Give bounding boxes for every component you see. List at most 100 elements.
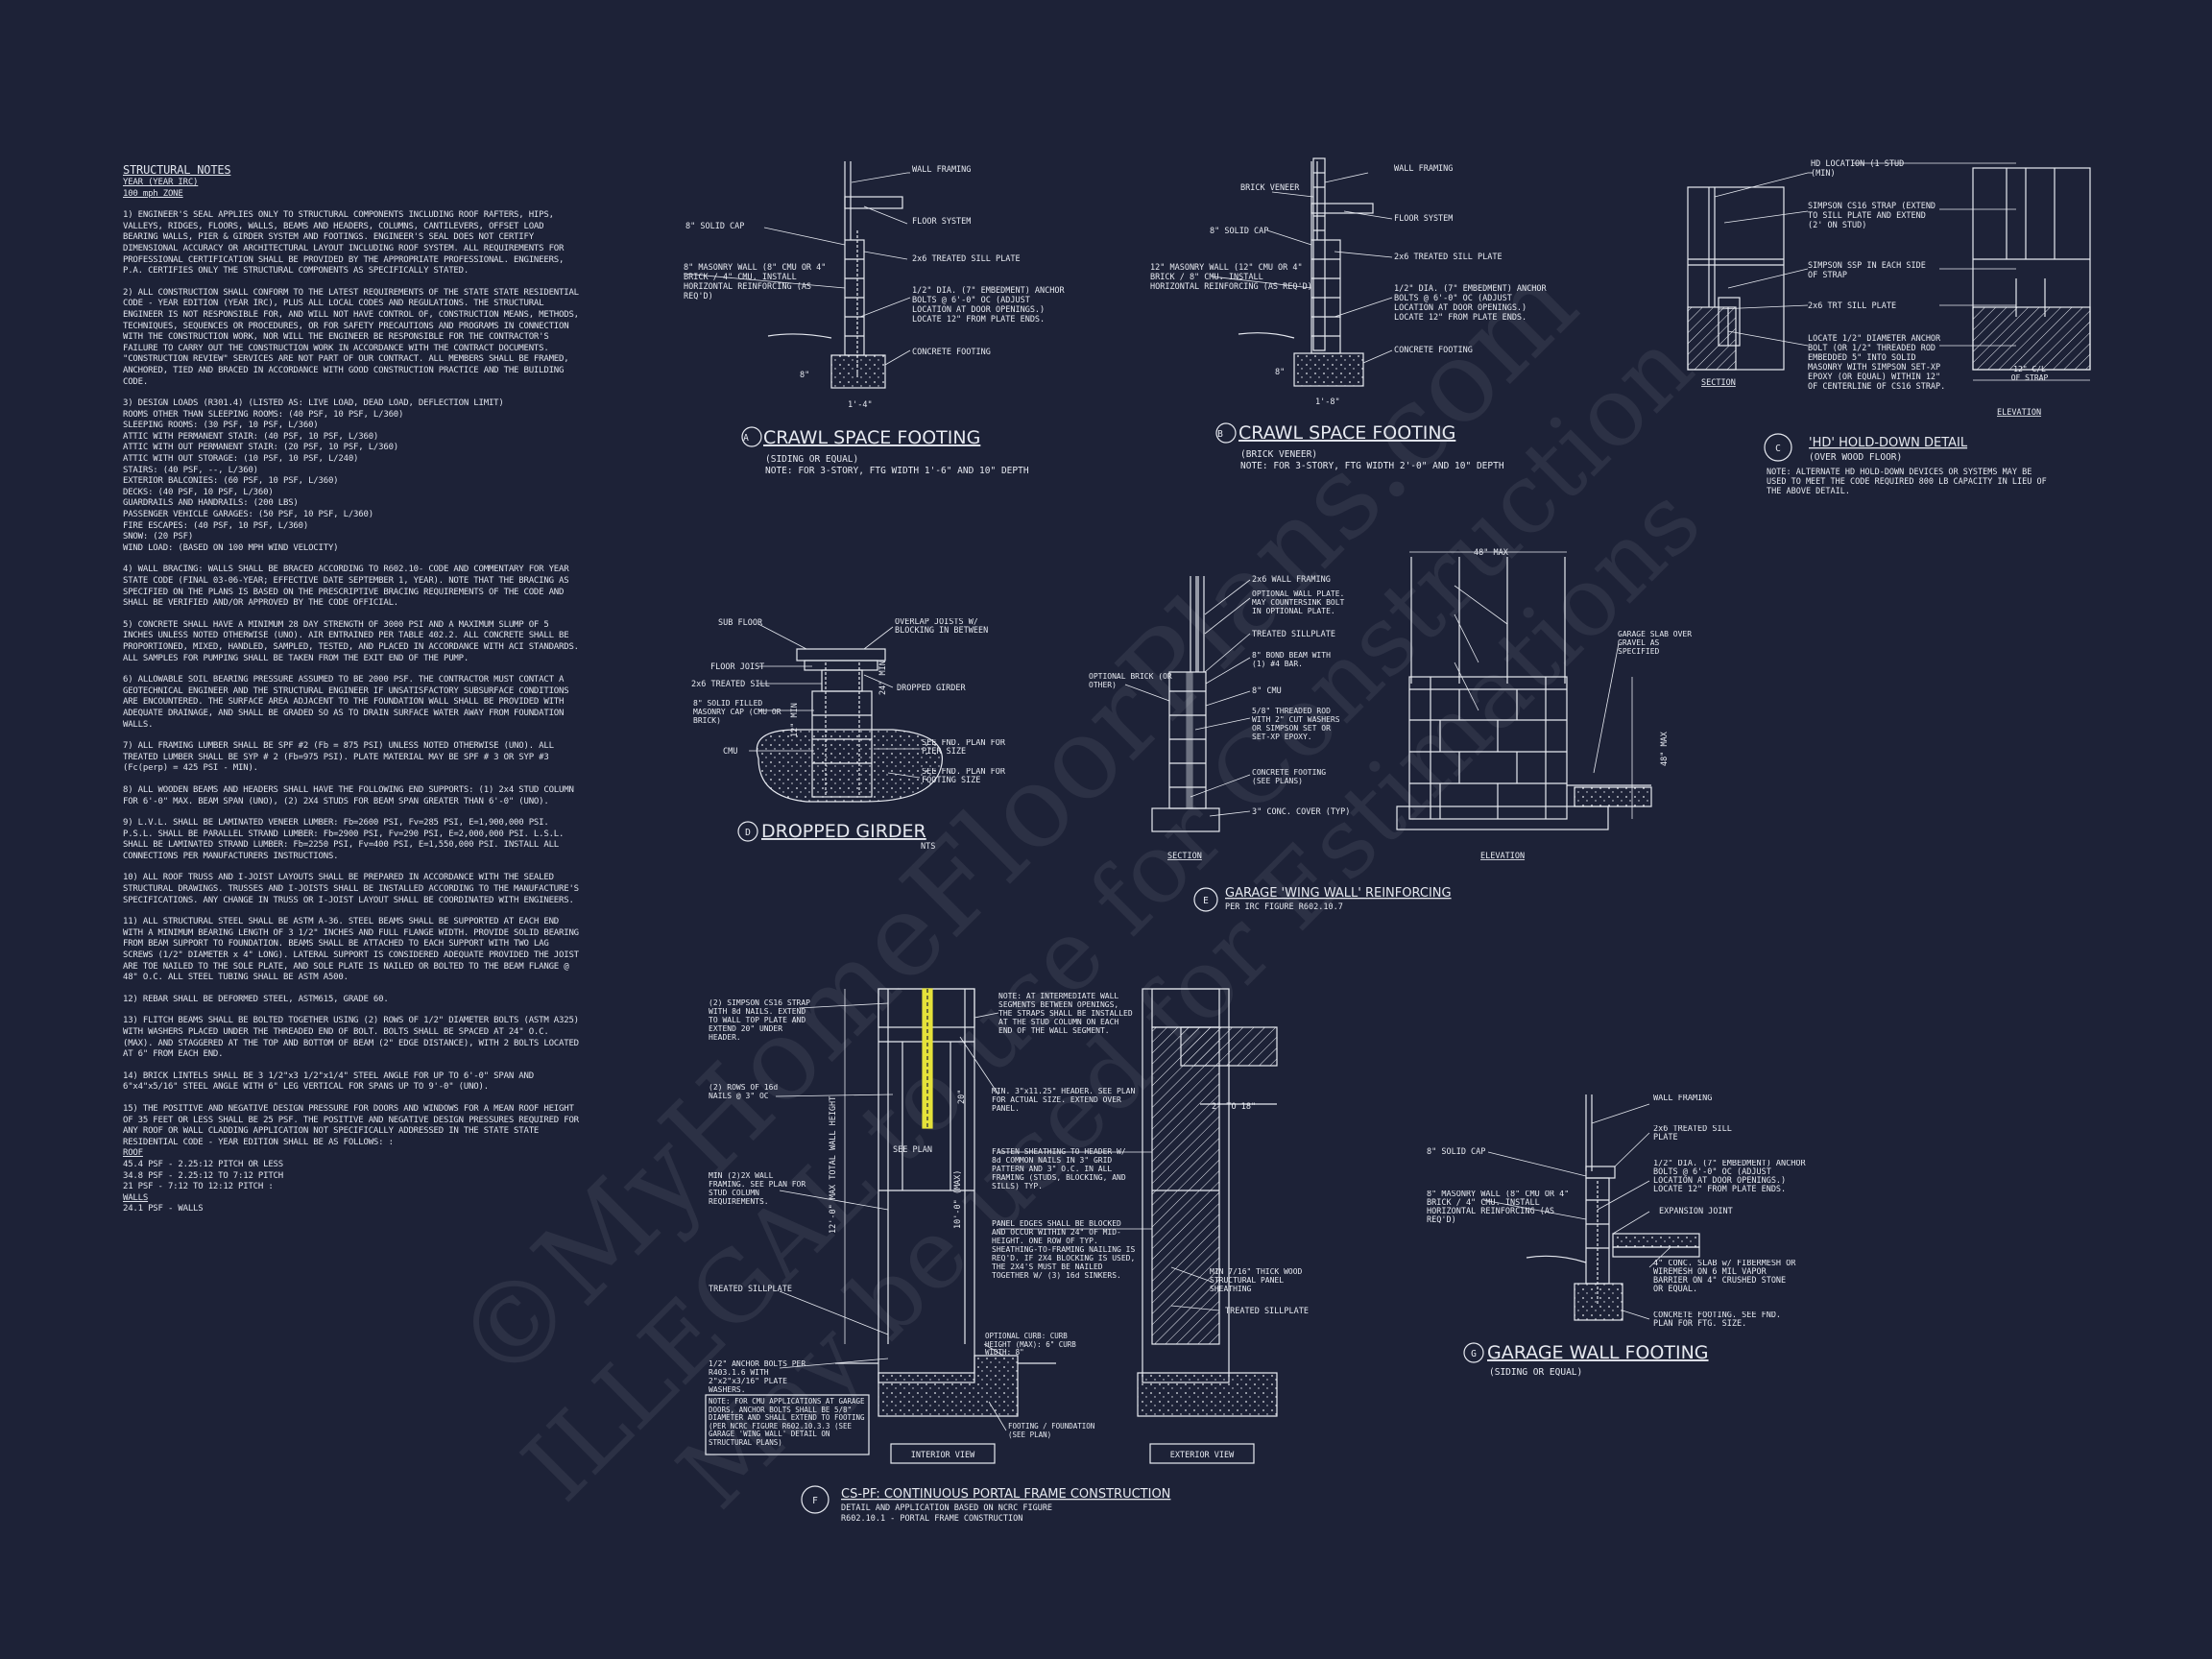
tag-g-circle <box>1463 1342 1484 1363</box>
tag-e: E <box>1203 896 1209 906</box>
e-dim-side: 48" MAX <box>1660 731 1670 766</box>
detail-f-sub2: R602.10.1 - PORTAL FRAME CONSTRUCTION <box>841 1514 1022 1524</box>
d-label: SUB FLOOR <box>718 618 763 628</box>
note-paragraph: 2) ALL CONSTRUCTION SHALL CONFORM TO THE… <box>123 287 585 387</box>
f-note: NOTE: FOR CMU APPLICATIONS AT GARAGE DOO… <box>709 1398 865 1447</box>
d-label: SEE FND. PLAN FOR PIER SIZE <box>922 739 1005 757</box>
note-paragraph: 12) REBAR SHALL BE DEFORMED STEEL, ASTM6… <box>123 994 389 1004</box>
tag-f: F <box>812 1496 818 1506</box>
exterior-view-box <box>1149 1443 1255 1464</box>
detail-c-sub1: (OVER WOOD FLOOR) <box>1809 452 1902 463</box>
detail-b-dim2: 8" <box>1275 368 1285 377</box>
roof-line: 45.4 PSF - 2.25:12 PITCH OR LESS <box>123 1159 283 1169</box>
a-label: CONCRETE FOOTING <box>912 348 991 357</box>
c-label: 2x6 TRT SILL PLATE <box>1808 301 1896 311</box>
b-label: 2x6 TREATED SILL PLATE <box>1394 252 1503 262</box>
b-label: 12" MASONRY WALL (12" CMU OR 4" BRICK / … <box>1150 263 1312 292</box>
f-label: TREATED SILLPLATE <box>709 1285 792 1294</box>
detail-d-nts: NTS <box>921 842 935 852</box>
e-label: 8" CMU <box>1252 686 1282 696</box>
e-dim-top: 48" MAX <box>1474 548 1509 558</box>
a-label: FLOOR SYSTEM <box>912 217 971 227</box>
a-label: 8" MASONRY WALL (8" CMU OR 4" BRICK / 4"… <box>684 263 827 301</box>
tag-c-circle <box>1764 433 1792 462</box>
detail-g: G GARAGE WALL FOOTING (SIDING OR EQUAL) … <box>1427 1094 1806 1378</box>
detail-e-sub1: PER IRC FIGURE R602.10.7 <box>1225 902 1343 912</box>
detail-d-drawing <box>756 648 943 803</box>
note-paragraph: 3) DESIGN LOADS (R301.4) (LISTED AS: LIV… <box>123 398 504 553</box>
walls-label: WALLS <box>123 1192 149 1203</box>
d-label: SEE FND. PLAN FOR FOOTING SIZE <box>922 768 1005 785</box>
c-label: SIMPSON SSP IN EACH SIDE OF STRAP <box>1808 261 1926 280</box>
d-label: CMU <box>723 747 737 757</box>
g-label: CONCRETE FOOTING. SEE FND. PLAN FOR FTG.… <box>1653 1311 1782 1329</box>
walls-line: 24.1 PSF - WALLS <box>123 1204 204 1214</box>
detail-d-title: DROPPED GIRDER <box>761 821 926 842</box>
detail-f: F CS-PF: CONTINUOUS PORTAL FRAME CONSTRU… <box>709 992 1309 1524</box>
notes-title: STRUCTURAL NOTES <box>123 163 231 177</box>
e-label: TREATED SILLPLATE <box>1252 630 1335 639</box>
detail-g-leaders <box>1482 1103 1671 1320</box>
detail-f-title: CS-PF: CONTINUOUS PORTAL FRAME CONSTRUCT… <box>841 1487 1170 1502</box>
g-label: EXPANSION JOINT <box>1659 1207 1733 1216</box>
b-label: 8" SOLID CAP <box>1210 227 1268 236</box>
b-label: FLOOR SYSTEM <box>1394 214 1453 224</box>
detail-e-drawing <box>1151 551 1652 832</box>
detail-a-dim: 1'-4" <box>848 400 873 410</box>
tag-a: A <box>743 433 749 444</box>
tag-d: D <box>745 828 751 838</box>
tag-e-circle <box>1193 887 1218 912</box>
roof-line: 21 PSF - 7:12 TO 12:12 PITCH : <box>123 1182 274 1192</box>
tag-c: C <box>1775 444 1781 454</box>
tag-g: G <box>1471 1349 1477 1359</box>
f-dim: 20" <box>957 1090 967 1104</box>
note-paragraph: 14) BRICK LINTELS SHALL BE 3 1/2"x3 1/2"… <box>123 1070 540 1093</box>
detail-b-leaders <box>1211 172 1393 364</box>
f-label: TREATED SILLPLATE <box>1225 1307 1309 1316</box>
b-label: WALL FRAMING <box>1394 164 1453 174</box>
a-label: WALL FRAMING <box>912 165 971 175</box>
d-label: DROPPED GIRDER <box>897 684 967 693</box>
detail-a-drawing <box>767 161 903 389</box>
d-label: 12" MIN <box>790 703 800 737</box>
f-label: PANEL EDGES SHALL BE BLOCKED AND OCCUR W… <box>992 1219 1136 1280</box>
d-label: 8" SOLID FILLED MASONRY CAP (CMU OR BRIC… <box>693 699 781 725</box>
f-label: 1/2" ANCHOR BOLTS PER R403.1.6 WITH 2"x2… <box>709 1359 806 1394</box>
f-label: FOOTING / FOUNDATION (SEE PLAN) <box>1008 1423 1095 1439</box>
detail-a-leaders <box>683 172 911 366</box>
note-paragraph: 1) ENGINEER'S SEAL APPLIES ONLY TO STRUC… <box>123 210 569 276</box>
notes-year: YEAR (YEAR IRC) <box>123 178 199 187</box>
e-label: 3" CONC. COVER (TYP) <box>1252 807 1350 817</box>
tag-b-circle <box>1215 422 1237 444</box>
detail-c-note: NOTE: ALTERNATE HD HOLD-DOWN DEVICES OR … <box>1767 468 2047 496</box>
detail-g-sub1: (SIDING OR EQUAL) <box>1489 1367 1582 1378</box>
detail-f-leaders <box>775 1002 1220 1431</box>
d-label: FLOOR JOIST <box>710 662 764 672</box>
f-dim: 10'-0" (MAX) <box>953 1170 963 1229</box>
detail-d: D DROPPED GIRDER NTS SUB FLOOR OVERLAP J… <box>691 618 1005 852</box>
c-elevation: ELEVATION <box>1997 408 2041 418</box>
c-label: LOCATE 1/2" DIAMETER ANCHOR BOLT (OR 1/2… <box>1808 334 1946 392</box>
g-label: 8" SOLID CAP <box>1427 1147 1485 1157</box>
detail-c-title: 'HD' HOLD-DOWN DETAIL <box>1809 436 1968 450</box>
detail-f-note-box <box>705 1394 870 1455</box>
e-label: OPTIONAL WALL PLATE. MAY COUNTERSINK BOL… <box>1252 589 1345 615</box>
detail-e-title: GARAGE 'WING WALL' REINFORCING <box>1225 886 1452 901</box>
tag-a-circle <box>741 426 762 447</box>
detail-a: A CRAWL SPACE FOOTING (SIDING OR EQUAL) … <box>684 165 1065 476</box>
detail-g-title: GARAGE WALL FOOTING <box>1487 1342 1709 1363</box>
note-paragraph: 10) ALL ROOF TRUSS AND I-JOIST LAYOUTS S… <box>123 873 585 905</box>
detail-e-leaders <box>1124 579 1620 817</box>
a-label: 2x6 TREATED SILL PLATE <box>912 254 1021 264</box>
d-label: 2x6 TREATED SILL <box>691 680 770 689</box>
c-label: HD LOCATION (1 STUD (MIN) <box>1811 159 1905 179</box>
detail-g-drawing <box>1526 1094 1700 1321</box>
e-elevation: ELEVATION <box>1480 852 1525 861</box>
detail-b: B CRAWL SPACE FOOTING (BRICK VENEER) NOT… <box>1150 164 1547 471</box>
detail-b-dim: 1'-8" <box>1315 397 1340 407</box>
g-label: WALL FRAMING <box>1653 1094 1713 1103</box>
detail-f-sub1: DETAIL AND APPLICATION BASED ON NCRC FIG… <box>841 1503 1052 1513</box>
f-dim: 12'-0" MAX TOTAL WALL HEIGHT <box>829 1096 838 1234</box>
detail-c-leaders <box>1714 162 2016 347</box>
